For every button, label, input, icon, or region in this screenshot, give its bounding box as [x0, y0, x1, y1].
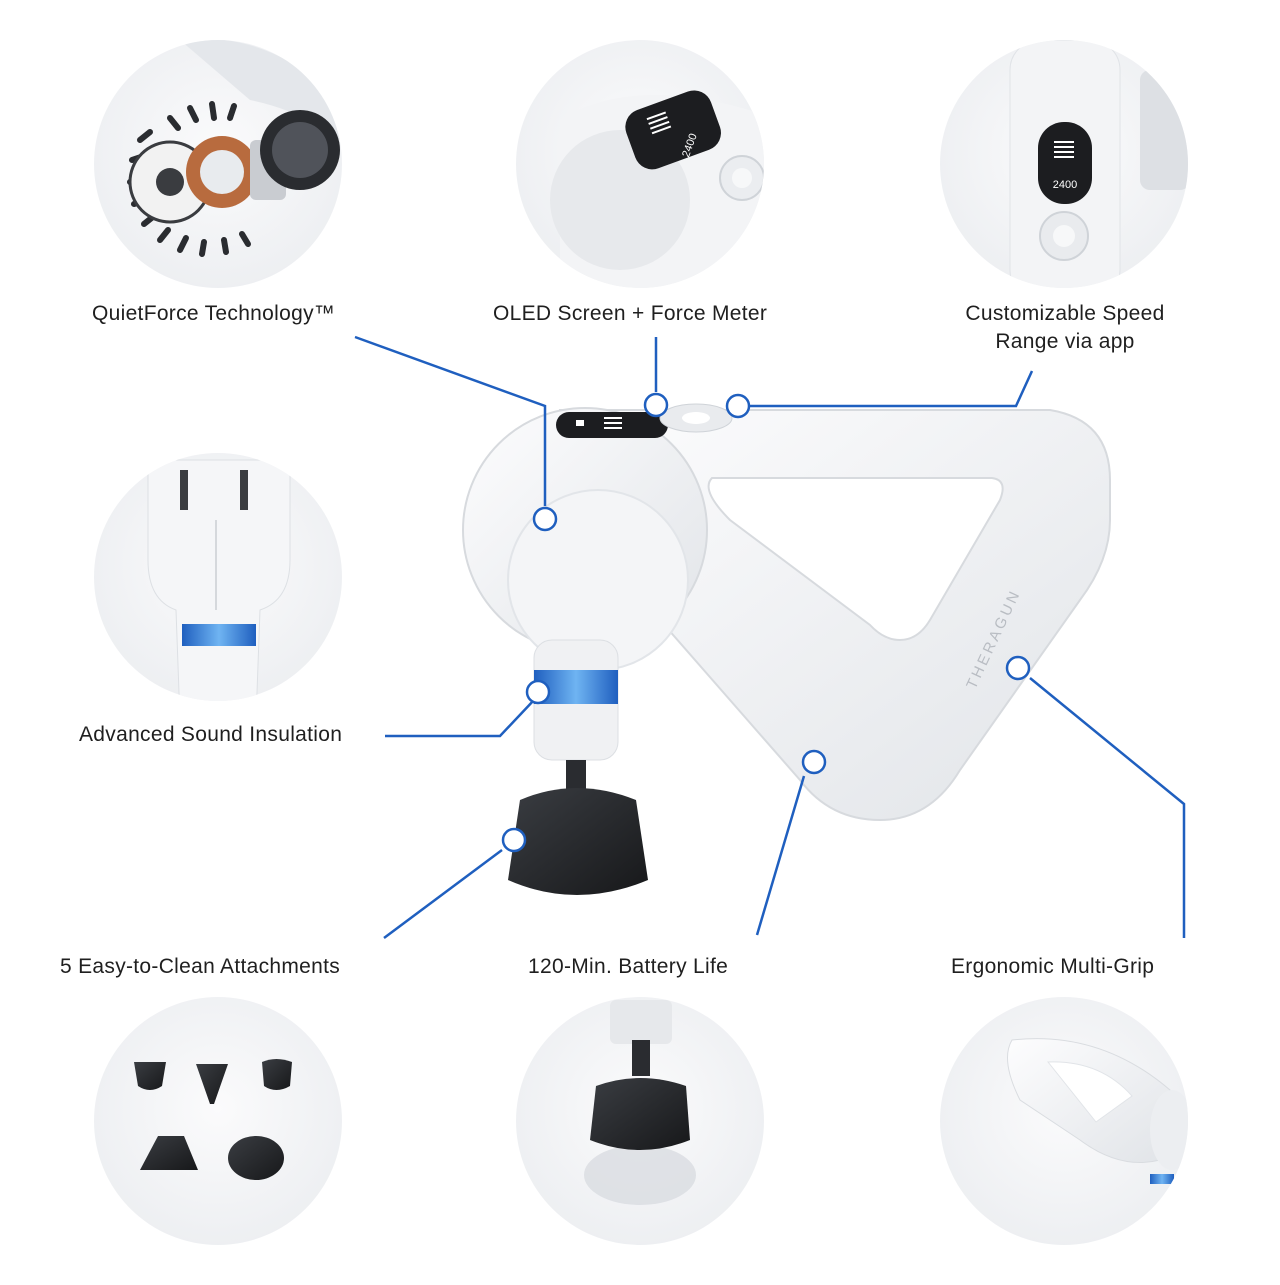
- marker-oled[interactable]: [643, 392, 669, 418]
- callout-line-grip: [1029, 677, 1186, 938]
- attachment-dampener-icon: [134, 1062, 166, 1090]
- marker-insulation[interactable]: [525, 679, 551, 705]
- label-speed: Customizable Speed Range via app: [950, 300, 1180, 356]
- label-speed-line2: Range via app: [995, 330, 1135, 353]
- quietforce-motor-image: [94, 40, 342, 288]
- sound-insulation-image: [94, 453, 342, 701]
- callout-line-insulation: [385, 699, 535, 738]
- label-grip: Ergonomic Multi-Grip: [951, 955, 1155, 978]
- label-oled: OLED Screen + Force Meter: [493, 302, 768, 325]
- attachment-standard-ball-icon: [262, 1059, 292, 1090]
- marker-attachments[interactable]: [501, 827, 527, 853]
- speed-zoom-readout: 2400: [1053, 179, 1077, 191]
- massage-gun-device: THERAGUN: [462, 403, 1111, 895]
- callout-line-quietforce: [354, 335, 547, 506]
- marker-battery[interactable]: [801, 749, 827, 775]
- label-speed-line1: Customizable Speed: [965, 302, 1165, 325]
- callout-markers: [501, 392, 1031, 853]
- marker-grip[interactable]: [1005, 655, 1031, 681]
- attachment-thumb-icon: [228, 1136, 284, 1180]
- label-insulation: Advanced Sound Insulation: [79, 723, 343, 746]
- label-quietforce: QuietForce Technology™: [92, 302, 336, 325]
- attachments-image: [94, 997, 342, 1245]
- marker-quietforce[interactable]: [532, 506, 558, 532]
- callout-line-battery: [755, 775, 806, 936]
- speed-control-image: 2400: [940, 40, 1188, 288]
- callout-line-attachments: [383, 848, 503, 940]
- attachment-cone-icon: [196, 1064, 228, 1104]
- label-attachments: 5 Easy-to-Clean Attachments: [60, 955, 341, 978]
- battery-head-image: [516, 997, 764, 1245]
- marker-speed[interactable]: [725, 393, 751, 419]
- label-battery: 120-Min. Battery Life: [528, 955, 729, 978]
- oled-screen-image: 2400: [516, 40, 764, 288]
- attachment-wedge-icon: [140, 1136, 198, 1170]
- callout-line-speed: [750, 370, 1034, 408]
- multi-grip-image: [940, 997, 1188, 1245]
- callout-lines: [354, 335, 1186, 940]
